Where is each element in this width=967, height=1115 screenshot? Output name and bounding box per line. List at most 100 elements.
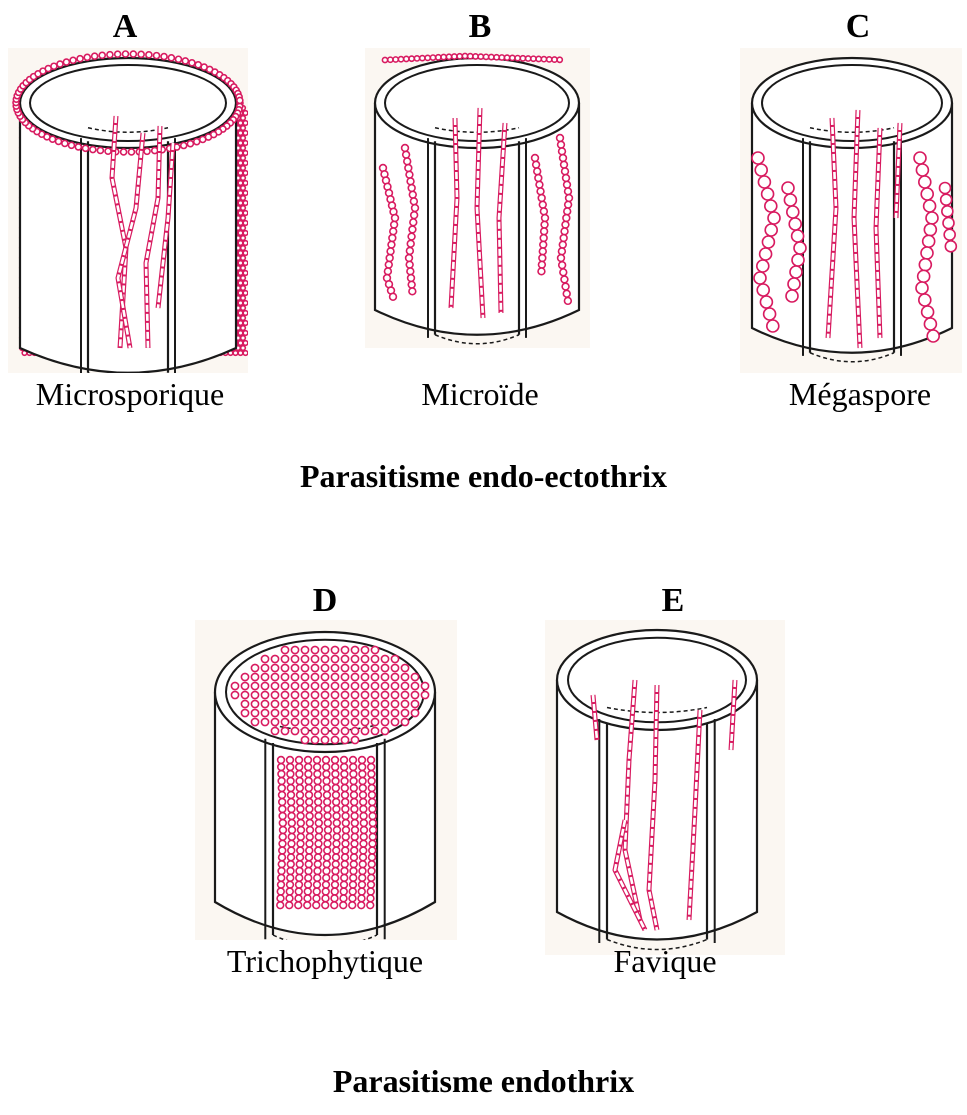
spore xyxy=(404,56,409,61)
spore xyxy=(531,56,536,61)
spore xyxy=(792,254,804,266)
spore xyxy=(251,691,258,698)
spore xyxy=(287,861,294,868)
spore xyxy=(409,226,416,233)
spore xyxy=(421,691,428,698)
spore xyxy=(342,833,349,840)
spore xyxy=(412,205,419,212)
spore xyxy=(243,261,248,266)
spore xyxy=(288,820,295,827)
spore xyxy=(243,321,248,326)
spore xyxy=(411,682,418,689)
spore xyxy=(360,806,367,813)
spore xyxy=(324,799,331,806)
spore xyxy=(563,215,570,222)
spore xyxy=(405,165,412,172)
spore xyxy=(296,881,303,888)
spore xyxy=(536,181,543,188)
spore xyxy=(84,54,90,60)
spore xyxy=(532,155,539,162)
spore xyxy=(324,833,331,840)
spore xyxy=(241,196,246,201)
spore xyxy=(788,278,800,290)
spore xyxy=(341,778,348,785)
spore xyxy=(271,664,278,671)
spore xyxy=(333,799,340,806)
spore xyxy=(425,55,430,60)
spore xyxy=(238,311,243,316)
spore xyxy=(331,673,338,680)
spore xyxy=(241,256,246,261)
spore xyxy=(540,235,547,242)
spore xyxy=(278,881,285,888)
spore xyxy=(411,709,418,716)
spore xyxy=(287,785,294,792)
spore xyxy=(436,55,441,60)
spore xyxy=(342,854,349,861)
spore xyxy=(278,861,285,868)
spore xyxy=(361,700,368,707)
spore xyxy=(340,888,347,895)
spore xyxy=(389,235,396,242)
spore xyxy=(351,854,358,861)
spore xyxy=(286,888,293,895)
spore xyxy=(332,861,339,868)
spore xyxy=(350,785,357,792)
spore xyxy=(361,682,368,689)
spore xyxy=(792,230,804,242)
spore xyxy=(277,895,284,902)
spore xyxy=(371,727,378,734)
spore xyxy=(371,646,378,653)
spore xyxy=(919,176,931,188)
spore xyxy=(468,54,473,59)
spore xyxy=(243,221,248,226)
spore xyxy=(381,700,388,707)
spore xyxy=(154,53,160,59)
spore xyxy=(538,268,545,275)
spore xyxy=(261,709,268,716)
caption-microide: Microïde xyxy=(370,376,590,413)
spore xyxy=(243,291,248,296)
spore xyxy=(238,341,243,346)
spore xyxy=(414,56,419,61)
spore xyxy=(342,792,349,799)
spore xyxy=(331,691,338,698)
spore xyxy=(539,255,546,262)
spore xyxy=(243,271,248,276)
spore xyxy=(311,691,318,698)
spore xyxy=(368,868,375,875)
spore xyxy=(241,216,246,221)
panel-letter-d: D xyxy=(305,582,345,620)
spore xyxy=(540,208,547,215)
spore xyxy=(297,847,304,854)
spore xyxy=(241,346,246,351)
spore xyxy=(301,664,308,671)
spore xyxy=(566,195,573,202)
spore xyxy=(281,691,288,698)
spore xyxy=(238,201,243,206)
spore xyxy=(241,673,248,680)
spore xyxy=(314,785,321,792)
spore xyxy=(494,55,499,60)
spore xyxy=(332,868,339,875)
spore xyxy=(181,143,187,149)
spore xyxy=(324,840,331,847)
spore xyxy=(279,820,286,827)
spore xyxy=(784,194,796,206)
spore xyxy=(279,847,286,854)
spore xyxy=(315,840,322,847)
spore xyxy=(271,691,278,698)
spore xyxy=(306,847,313,854)
spore xyxy=(387,248,394,255)
spore xyxy=(105,148,111,154)
spore xyxy=(351,682,358,689)
spore xyxy=(296,778,303,785)
spore xyxy=(360,840,367,847)
spore xyxy=(146,52,152,58)
spore xyxy=(940,183,951,194)
spore xyxy=(390,293,397,300)
spore xyxy=(63,59,69,65)
spore xyxy=(261,691,268,698)
spore xyxy=(288,840,295,847)
spore xyxy=(238,261,243,266)
